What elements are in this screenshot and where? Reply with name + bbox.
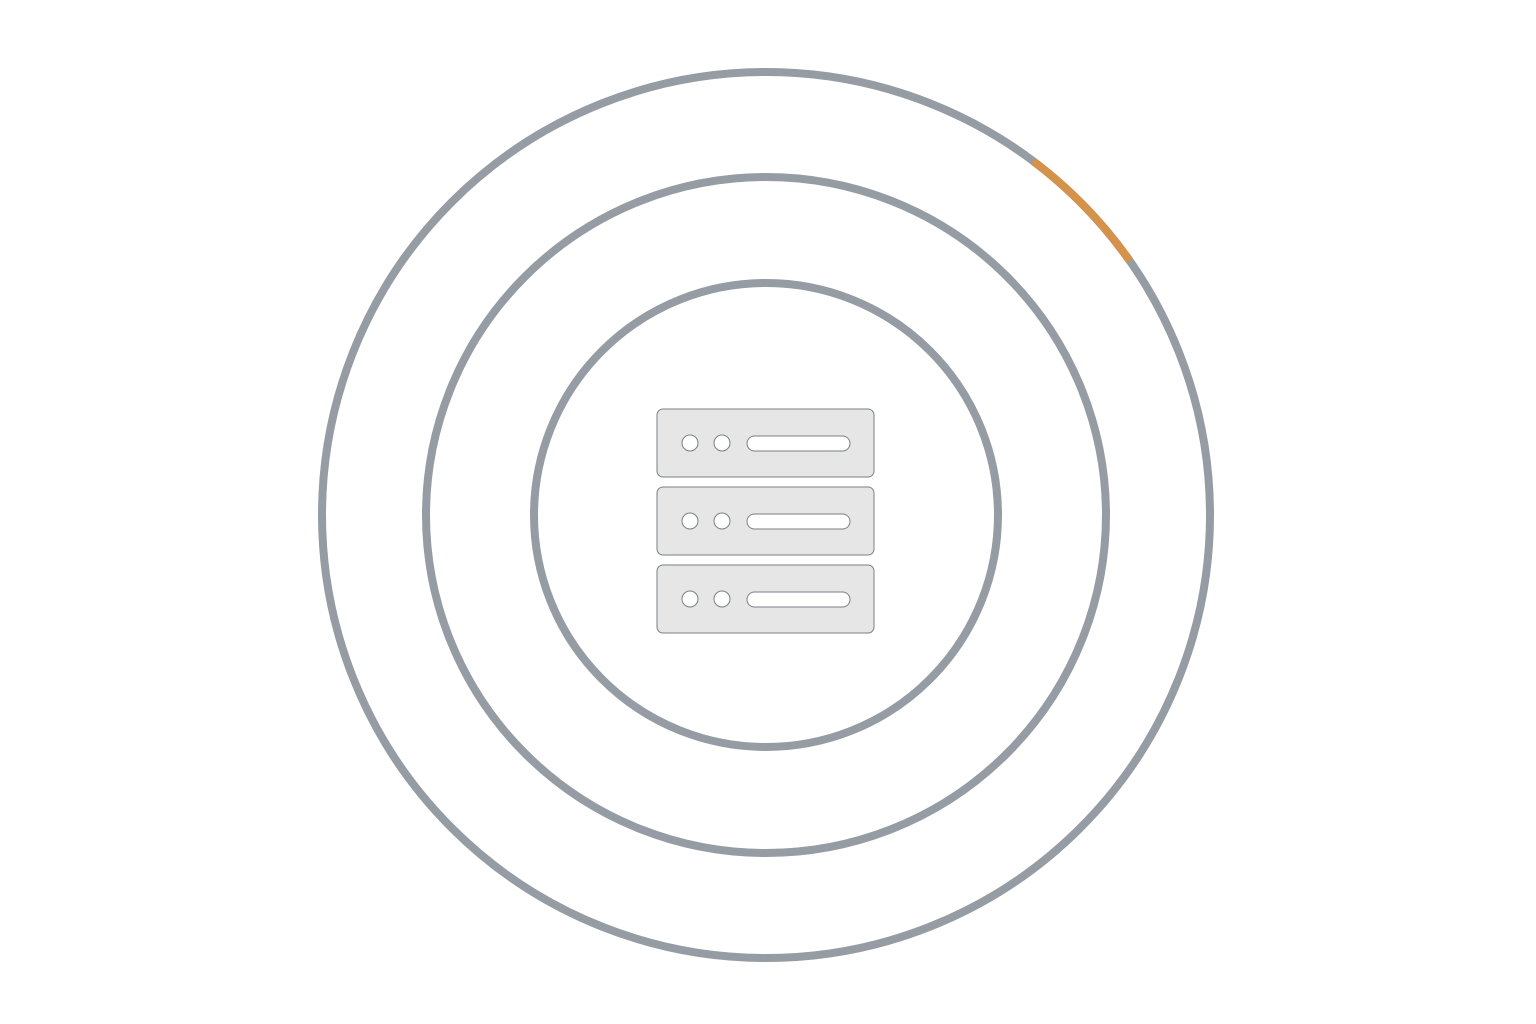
server-indicator-light: [681, 512, 699, 530]
inner-ring: [530, 279, 1002, 751]
server-drive-slot: [746, 435, 851, 452]
server-indicator-light: [681, 434, 699, 452]
outer-ring-highlight-arc: [1030, 158, 1133, 264]
server-unit: [656, 564, 875, 634]
server-unit: [656, 408, 875, 478]
server-indicator-light: [681, 590, 699, 608]
server-drive-slot: [746, 591, 851, 608]
server-rack-icon: [656, 408, 875, 634]
server-indicator-light: [713, 590, 731, 608]
middle-ring: [422, 173, 1110, 857]
outer-ring: [318, 68, 1214, 962]
rings-layer: [318, 68, 1214, 962]
server-indicator-light: [713, 434, 731, 452]
server-indicator-light: [713, 512, 731, 530]
server-unit: [656, 486, 875, 556]
server-drive-slot: [746, 513, 851, 530]
